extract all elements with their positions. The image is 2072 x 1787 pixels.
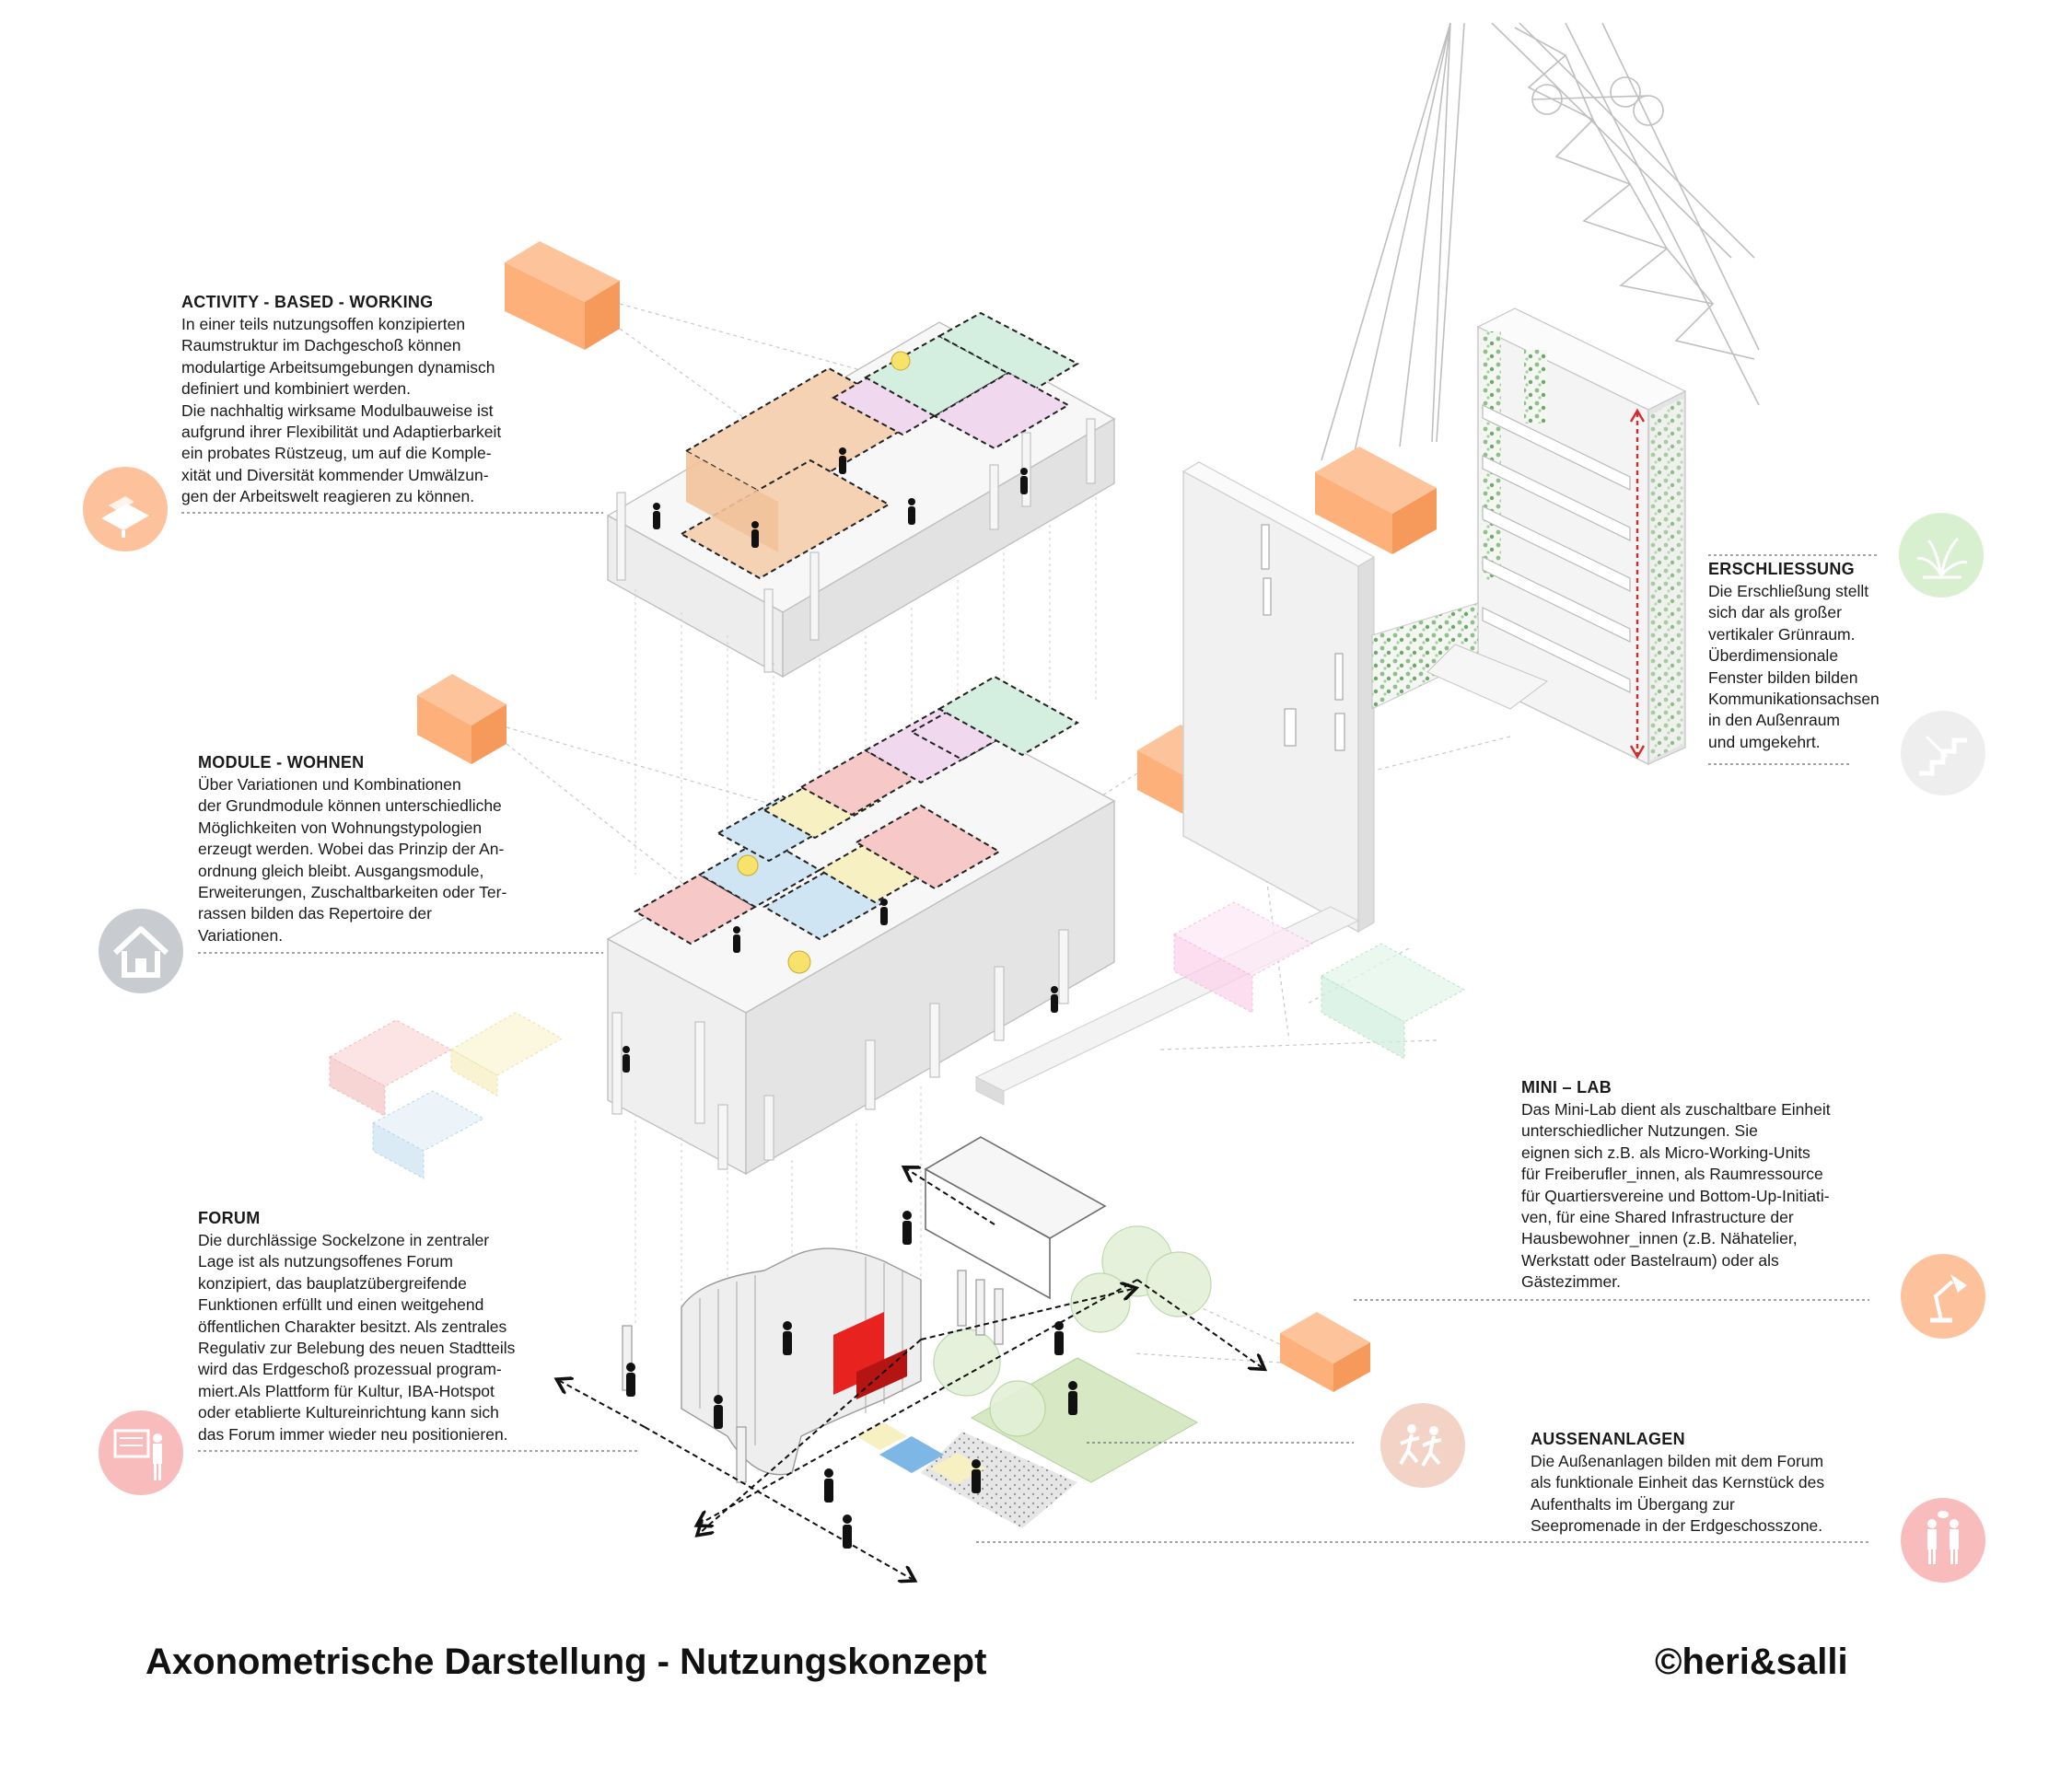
forum-section: FORUM Die durchlässige Sockelzone in zen… [198, 1209, 622, 1445]
crane [1321, 22, 1760, 461]
credit: ©heri&salli [1655, 1642, 1848, 1682]
plant-icon [1897, 511, 1985, 599]
ghost-modules-right [1172, 901, 1466, 1060]
module-box-lab [1280, 1312, 1370, 1392]
activity-body: In einer teils nutzungsoffen konzipierte… [181, 315, 502, 506]
minilab-title: MINI – LAB [1521, 1078, 1612, 1097]
house-icon [97, 907, 185, 995]
aussenanlagen-body: Die Außenanlagen bilden mit dem Forum al… [1531, 1452, 1825, 1536]
lamp-icon [1899, 1252, 1987, 1340]
middle-floor-structure [606, 675, 1116, 1176]
erschliessung-title: ERSCHLIESSUNG [1708, 560, 1855, 578]
forum-title: FORUM [198, 1209, 261, 1227]
forum-body: Die durchlässige Sockelzone in zentraler… [198, 1231, 516, 1444]
people [623, 447, 1077, 1549]
activity-section: ACTIVITY - BASED - WORKING In einer teil… [181, 293, 587, 508]
erschliessung-section: ERSCHLIESSUNG Die Erschließung stellt si… [1708, 560, 1911, 753]
minilab-body: Das Mini-Lab dient als zuschaltbare Einh… [1521, 1100, 1831, 1292]
stairs-icon [1899, 709, 1987, 797]
erschliessung-body: Die Erschließung stellt sich dar als gro… [1708, 582, 1880, 751]
aussenanlagen-section: AUSSENANLAGEN Die Außenanlagen bilden mi… [1531, 1430, 1899, 1538]
top-floor-structure [606, 311, 1116, 679]
module-box-middle [417, 674, 506, 764]
module-section: MODULE - WOHNEN Über Variationen und Kom… [198, 753, 603, 946]
desk-icon [81, 465, 169, 553]
module-box-crane [1315, 447, 1437, 554]
ghost-modules-left [328, 1012, 564, 1179]
minilab-section: MINI – LAB Das Mini-Lab dient als zuscha… [1521, 1078, 1890, 1294]
presentation-icon [97, 1409, 185, 1497]
leader-lines [181, 512, 1879, 1543]
activity-title: ACTIVITY - BASED - WORKING [181, 293, 434, 311]
running-people-icon [1379, 1401, 1467, 1490]
module-title: MODULE - WOHNEN [198, 753, 365, 772]
figure-caption: Axonometrische Darstellung - Nutzungskon… [146, 1642, 987, 1682]
module-box-top [505, 241, 620, 350]
aussenanlagen-title: AUSSENANLAGEN [1531, 1430, 1685, 1448]
talking-people-icon [1899, 1496, 1987, 1584]
tall-wall [974, 461, 1376, 1106]
ground-forum [560, 1136, 1262, 1579]
stair-tower [1371, 308, 1687, 766]
module-body: Über Variationen und Kombinationen der G… [198, 775, 507, 945]
